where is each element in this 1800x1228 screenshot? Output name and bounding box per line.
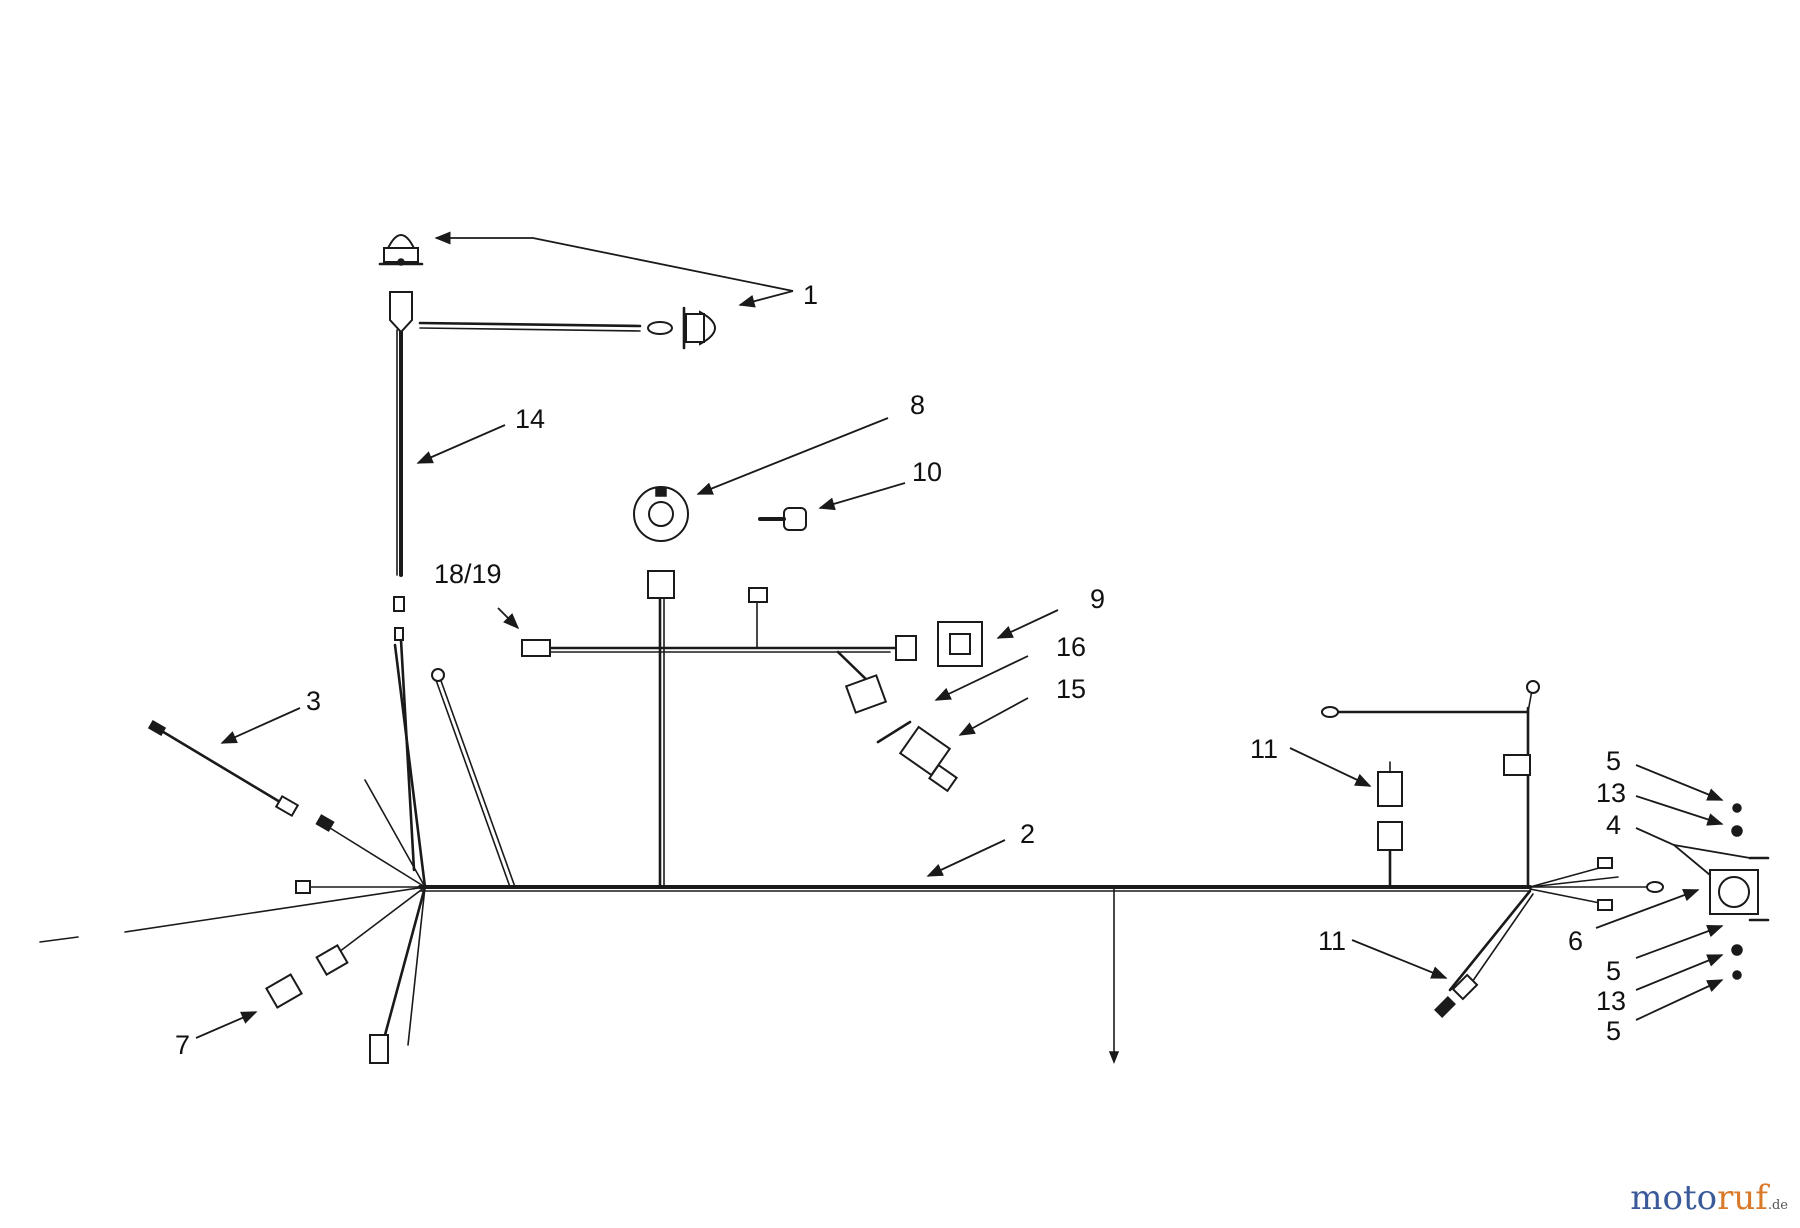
main-harness xyxy=(418,680,1540,1065)
left-junction-wires xyxy=(39,643,516,1046)
callout-leaders xyxy=(195,231,1751,1039)
relay-part-9 xyxy=(937,621,983,667)
callout-16: 16 xyxy=(1056,632,1086,662)
callout-11-upper: 11 xyxy=(1250,734,1278,764)
right-switch-assembly xyxy=(1529,803,1770,980)
callout-1: 1 xyxy=(803,280,818,310)
watermark-tld: .de xyxy=(1767,1198,1788,1213)
lamp-bulbs-part-1 xyxy=(378,234,716,350)
callout-6: 6 xyxy=(1568,926,1583,956)
callout-numbers: 1 14 8 10 18/19 9 16 15 3 2 7 11 11 5 13… xyxy=(175,280,1626,1060)
ignition-key-part-10 xyxy=(758,507,807,531)
callout-4: 4 xyxy=(1606,810,1621,840)
callout-8: 8 xyxy=(910,390,925,420)
callout-3: 3 xyxy=(306,686,321,716)
connector-part-7 xyxy=(265,943,389,1064)
callout-18-19: 18/19 xyxy=(434,559,502,589)
ignition-switch-part-8 xyxy=(633,486,689,542)
watermark-logo: motoruf.de xyxy=(1630,1178,1788,1218)
callout-5-bottom: 5 xyxy=(1606,1016,1621,1046)
callout-13-bottom: 13 xyxy=(1596,986,1626,1016)
callout-14: 14 xyxy=(515,404,545,434)
connector-part-11-upper xyxy=(1377,761,1403,851)
watermark-part-2: ruf xyxy=(1717,1178,1768,1218)
callout-2: 2 xyxy=(1020,819,1035,849)
callout-5-middle: 5 xyxy=(1606,956,1621,986)
wire-lead-part-3 xyxy=(147,720,335,832)
connector-part-11-lower xyxy=(1434,889,1534,1018)
light-harness-part-14 xyxy=(389,291,673,872)
callout-10: 10 xyxy=(912,457,942,487)
fuse-holder-parts-15-16 xyxy=(876,720,958,793)
callout-7: 7 xyxy=(175,1030,190,1060)
callout-11-lower: 11 xyxy=(1318,926,1346,956)
sub-harness xyxy=(521,570,917,889)
callout-5-top: 5 xyxy=(1606,746,1621,776)
callout-9: 9 xyxy=(1090,584,1105,614)
watermark-part-1: moto xyxy=(1630,1178,1718,1218)
callout-13-top: 13 xyxy=(1596,778,1626,808)
callout-15: 15 xyxy=(1056,674,1086,704)
